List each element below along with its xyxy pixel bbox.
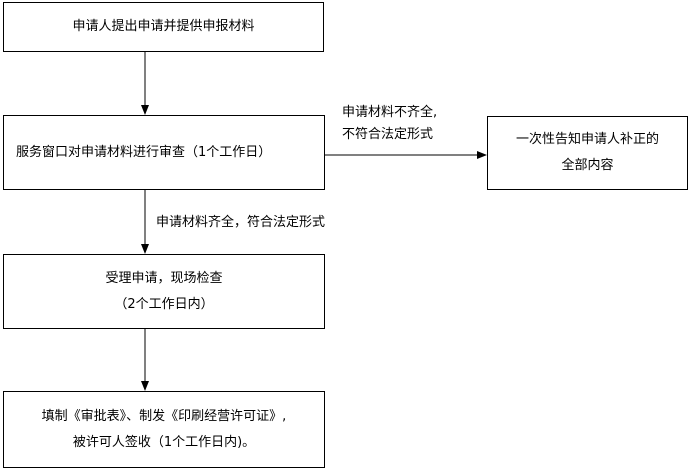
edge-label-complete: 申请材料齐全，符合法定形式: [156, 212, 325, 234]
step-review-text: 服务窗口对申请材料进行审查（1个工作日）: [16, 144, 272, 160]
step-submit-text: 申请人提出申请并提供申报材料: [72, 19, 255, 34]
step-accept-line1: 受理申请，现场检查: [105, 270, 223, 286]
edge-label-incomplete: 申请材料不齐全, 不符合法定形式: [342, 102, 437, 146]
step-accept-inspection: 受理申请，现场检查 （2个工作日内）: [3, 254, 325, 329]
edge-incomplete-line2: 不符合法定形式: [342, 127, 434, 142]
step-issue-line1: 填制《审批表》、制发《印刷经营许可证》,: [41, 408, 287, 424]
step-issue-license: 填制《审批表》、制发《印刷经营许可证》, 被许可人签收（1个工作日内)。: [3, 391, 325, 468]
step-notify-line1: 一次性告知申请人补正的: [515, 132, 659, 147]
edge-incomplete-line1: 申请材料不齐全,: [342, 105, 438, 120]
step-accept-line2: （2个工作日内）: [114, 296, 214, 312]
step-issue-line2: 被许可人签收（1个工作日内)。: [72, 434, 256, 450]
edge-complete-line1: 申请材料齐全，符合法定形式: [156, 215, 326, 230]
step-window-review: 服务窗口对申请材料进行审查（1个工作日）: [3, 115, 325, 190]
step-notify-line2: 全部内容: [561, 158, 614, 173]
step-submit-application: 申请人提出申请并提供申报材料: [3, 2, 324, 52]
step-one-time-notification: 一次性告知申请人补正的 全部内容: [487, 116, 688, 190]
